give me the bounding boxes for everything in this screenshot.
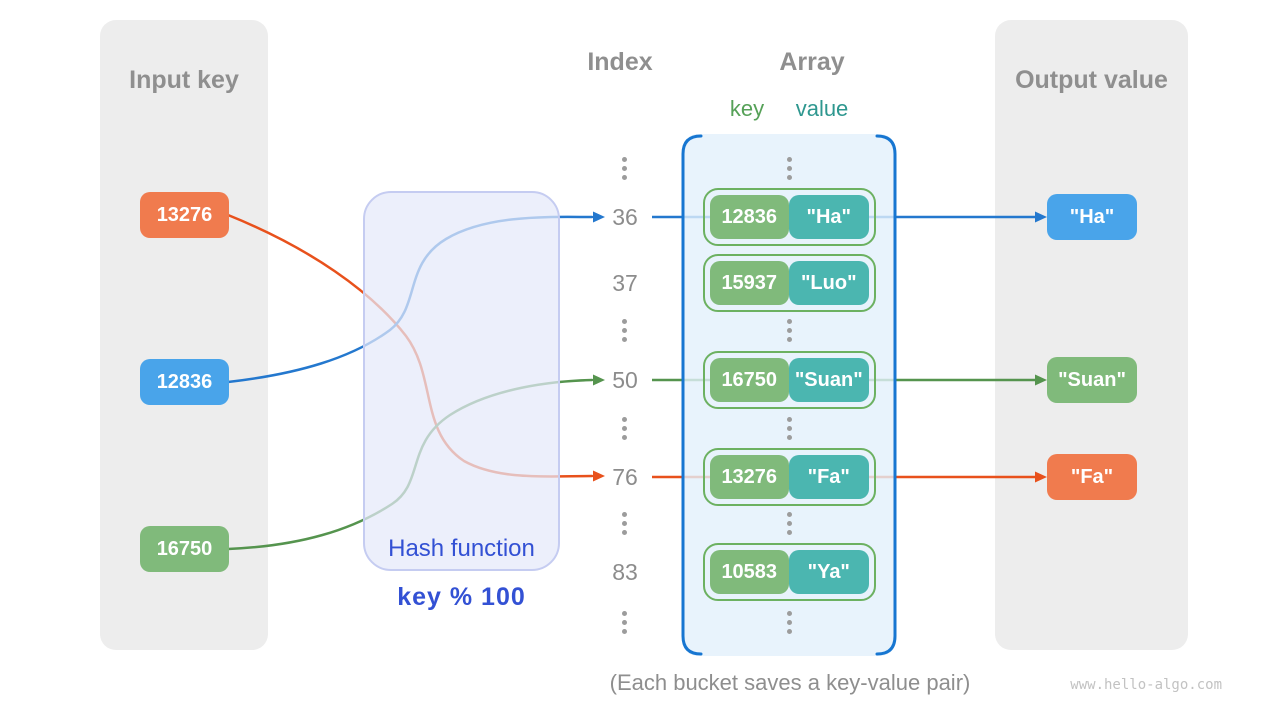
- pair-key-box: 15937: [710, 261, 789, 305]
- bucket-pair-row: 16750 "Suan": [703, 351, 876, 409]
- hash-function-title: Hash function: [388, 535, 535, 562]
- output-panel: Output value: [995, 20, 1188, 650]
- index-cell-36: 36: [612, 204, 638, 230]
- array-value-header: value: [795, 96, 849, 121]
- pair-value-box: "Fa": [788, 455, 869, 499]
- vertical-ellipsis-icon: [787, 417, 792, 440]
- vertical-ellipsis-icon: [622, 512, 627, 535]
- input-key-box-12836: 12836: [140, 359, 229, 405]
- output-value-box-fa: "Fa": [1047, 454, 1137, 500]
- pair-key-box: 16750: [710, 358, 789, 402]
- index-cell-76: 76: [612, 464, 638, 490]
- watermark: www.hello-algo.com: [1070, 677, 1222, 693]
- vertical-ellipsis-icon: [787, 319, 792, 342]
- input-panel-title: Input key: [129, 66, 239, 94]
- input-key-box-16750: 16750: [140, 526, 229, 572]
- pair-value-box: "Ya": [788, 550, 869, 594]
- vertical-ellipsis-icon: [787, 611, 792, 634]
- bucket-pair-row: 13276 "Fa": [703, 448, 876, 506]
- vertical-ellipsis-icon: [787, 512, 792, 535]
- caption: (Each bucket saves a key-value pair): [609, 670, 971, 695]
- array-column-header: Array: [779, 48, 845, 76]
- output-value-box-ha: "Ha": [1047, 194, 1137, 240]
- hash-function-formula: key % 100: [397, 583, 526, 611]
- pair-value-box: "Ha": [788, 195, 869, 239]
- index-cell-50: 50: [612, 367, 638, 393]
- bucket-pair-row: 15937 "Luo": [703, 254, 876, 312]
- index-cell-83: 83: [612, 559, 638, 585]
- bucket-pair-row: 10583 "Ya": [703, 543, 876, 601]
- index-column-header: Index: [587, 48, 653, 76]
- pair-value-box: "Suan": [788, 358, 869, 402]
- pair-key-box: 13276: [710, 455, 789, 499]
- array-key-header: key: [729, 96, 765, 121]
- output-value-box-suan: "Suan": [1047, 357, 1137, 403]
- vertical-ellipsis-icon: [622, 157, 627, 180]
- input-key-box-13276: 13276: [140, 192, 229, 238]
- pair-key-box: 10583: [710, 550, 789, 594]
- bucket-pair-row: 12836 "Ha": [703, 188, 876, 246]
- pair-value-box: "Luo": [788, 261, 869, 305]
- pair-key-box: 12836: [710, 195, 789, 239]
- hash-function-box: Hash function key % 100: [363, 191, 560, 611]
- vertical-ellipsis-icon: [622, 611, 627, 634]
- vertical-ellipsis-icon: [787, 157, 792, 180]
- vertical-ellipsis-icon: [622, 319, 627, 342]
- vertical-ellipsis-icon: [622, 417, 627, 440]
- index-cell-37: 37: [612, 270, 638, 296]
- output-panel-title: Output value: [1015, 66, 1168, 94]
